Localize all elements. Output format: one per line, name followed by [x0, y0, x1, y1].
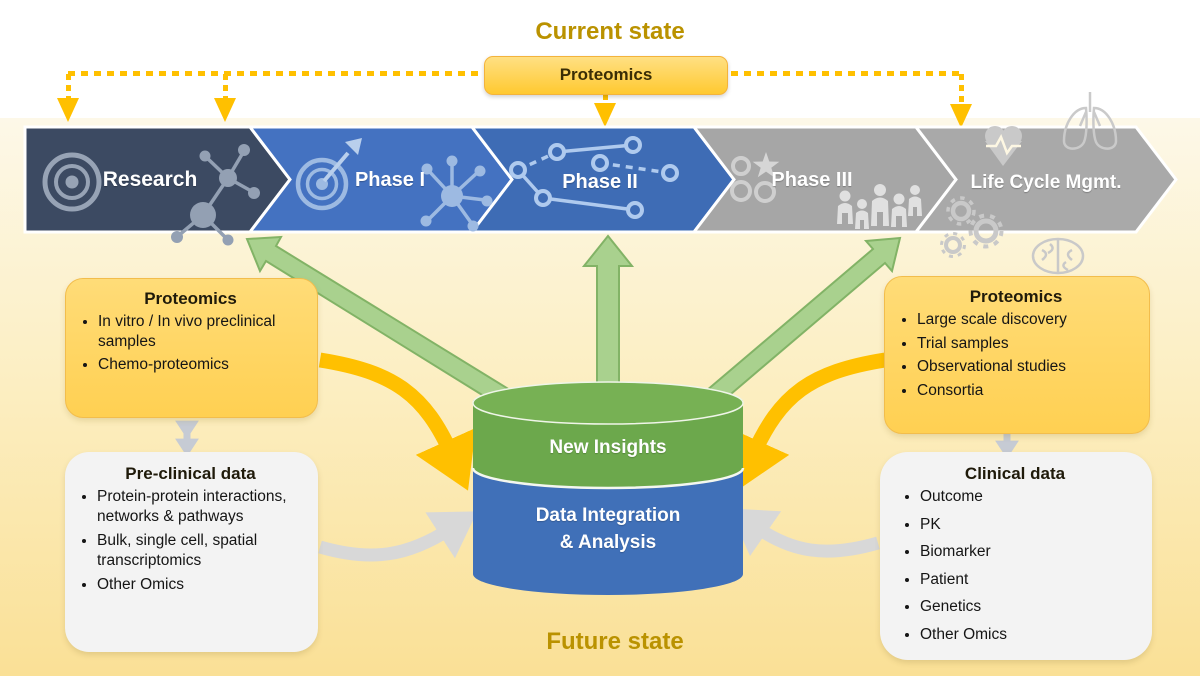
gray-arrow-right [729, 508, 880, 558]
left-proteomics-title: Proteomics [144, 289, 237, 308]
stage-label-phase1: Phase I [354, 169, 426, 191]
stage-label-phase3: Phase III [771, 169, 853, 191]
dotted-stub-left-1 [66, 74, 71, 99]
right-proteomics-list: Large scale discoveryTrial samplesObserv… [893, 310, 1139, 400]
clinical-data-list: OutcomePK BiomarkerPatientGeneticsOther O… [888, 487, 1142, 644]
bullet-item: Observational studies [917, 357, 1139, 377]
bullet-item: Chemo-proteomics [98, 355, 307, 375]
bullet-item: Protein-protein interactions, networks &… [97, 487, 308, 526]
bullet-item: Other Omics [97, 575, 308, 595]
down-arrowhead-icon [950, 104, 972, 128]
yellow-arrow-right [729, 352, 887, 491]
bullet-item: PK [920, 515, 1142, 535]
chevron-lifecycle [912, 125, 1178, 234]
gears-icon [940, 196, 1004, 258]
network-graph-icon [509, 136, 679, 219]
clinical-data-box: Clinical data OutcomePK BiomarkerPatientG… [880, 452, 1152, 660]
bullet-item: Patient [920, 570, 1142, 590]
cylinder-bottom-label: Data Integration & Analysis [535, 505, 681, 553]
target-rings-icon [42, 152, 102, 212]
right-proteomics-title: Proteomics [969, 287, 1063, 306]
bullet-item: Consortia [917, 381, 1139, 401]
stage-label-phase2: Phase II [562, 171, 638, 193]
down-arrowhead-icon [214, 98, 236, 122]
bullet-item: Trial samples [917, 334, 1139, 354]
cylinder-top-label: New Insights [549, 437, 667, 458]
brain-icon [1031, 237, 1085, 275]
bullet-item: Other Omics [920, 625, 1142, 645]
data-cylinder [471, 381, 745, 595]
preclinical-data-list: Protein-protein interactions, networks &… [73, 487, 308, 595]
dotted-stub-center [603, 94, 608, 104]
pipeline-chevrons [23, 125, 1178, 234]
current-state-title: Current state [535, 18, 685, 45]
dart-target-icon [295, 138, 362, 211]
bullet-item: In vitro / In vivo preclinical samples [98, 312, 307, 351]
stage-label-lifecycle: Life Cycle Mgmt. [970, 172, 1122, 193]
green-arrow-middle [581, 234, 635, 401]
dotted-stub-left-2 [223, 74, 228, 99]
people-group-icon [837, 184, 922, 229]
preclinical-data-title: Pre-clinical data [125, 464, 256, 483]
top-proteomics-box: Proteomics [484, 56, 728, 95]
star-icon [752, 152, 780, 178]
bullet-item: Large scale discovery [917, 310, 1139, 330]
top-proteomics-label: Proteomics [559, 65, 653, 84]
molecule-network-icon [171, 144, 260, 246]
left-proteomics-box: Proteomics In vitro / In vivo preclinica… [65, 278, 318, 418]
yellow-arrow-left [318, 352, 476, 491]
bullet-item: Biomarker [920, 542, 1142, 562]
bullet-item: Outcome [920, 487, 1142, 507]
down-arrowhead-icon [594, 103, 616, 127]
star-circles-icon [730, 152, 780, 203]
clinical-data-title: Clinical data [964, 464, 1066, 483]
stage-label-research: Research [102, 168, 198, 191]
bullet-item: Bulk, single cell, spatial transcriptomi… [97, 531, 308, 570]
right-proteomics-box: Proteomics Large scale discoveryTrial sa… [884, 276, 1150, 434]
green-arrow-right [704, 236, 902, 407]
heart-pulse-icon [985, 126, 1022, 166]
lungs-icon [1062, 92, 1118, 150]
down-arrowhead-icon [57, 98, 79, 122]
bullet-item: Genetics [920, 597, 1142, 617]
preclinical-data-box: Pre-clinical data Protein-protein intera… [65, 452, 318, 652]
future-state-title: Future state [546, 628, 684, 655]
gray-arrow-left [318, 511, 478, 562]
dotted-stub-right [959, 74, 964, 105]
green-arrows [245, 234, 902, 408]
green-arrow-left [245, 235, 512, 408]
hub-molecule-icon [420, 155, 493, 232]
left-proteomics-list: In vitro / In vivo preclinical samplesCh… [74, 312, 307, 375]
